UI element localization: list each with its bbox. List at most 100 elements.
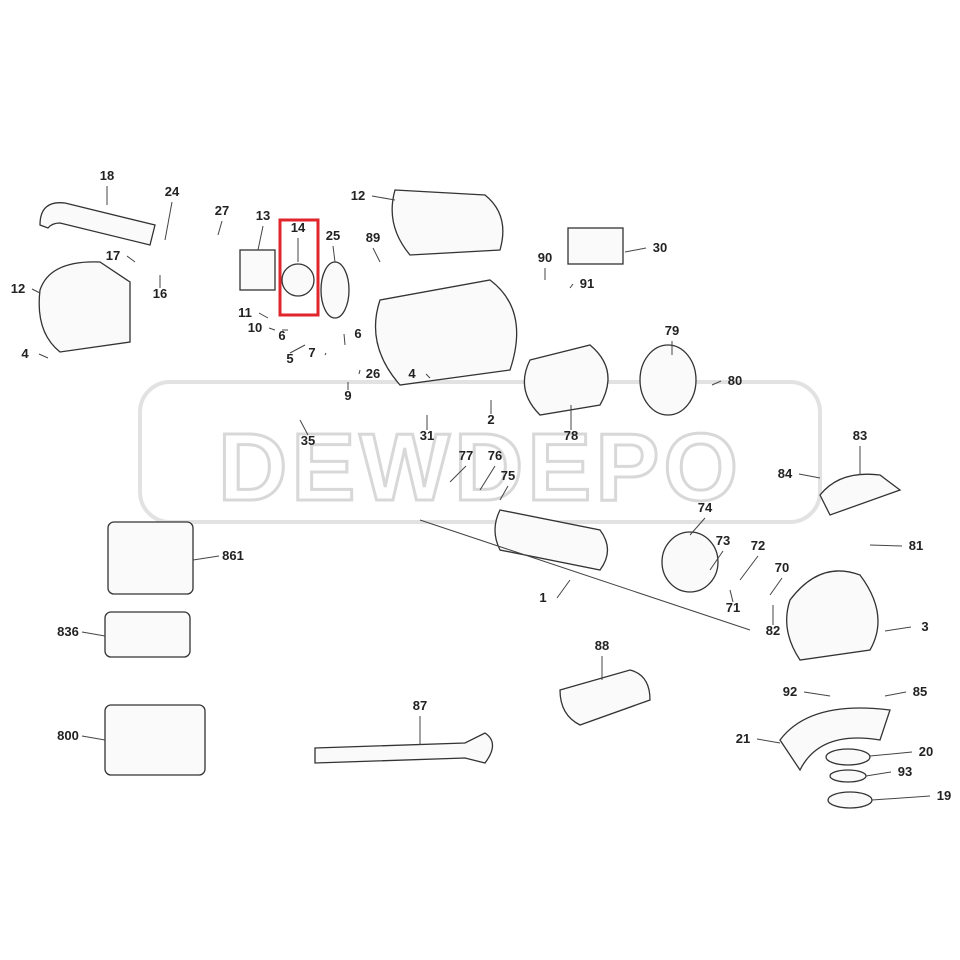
part-label-78: 78 [564, 428, 578, 443]
leader-line [425, 373, 431, 379]
part-label-16: 16 [153, 286, 167, 301]
leader-line [372, 247, 381, 263]
leader-line [268, 327, 276, 331]
part-label-25: 25 [326, 228, 340, 243]
brush-holder [239, 249, 276, 291]
leader-line [164, 201, 173, 241]
leader-line [884, 691, 907, 697]
leader-line [624, 247, 647, 253]
fan [281, 263, 315, 297]
gear-plate [661, 531, 719, 593]
armature [494, 509, 609, 571]
tool-kit [104, 704, 206, 776]
part-label-20: 20 [919, 744, 933, 759]
part-label-4: 4 [21, 346, 29, 361]
leader-line [711, 380, 722, 386]
part-label-72: 72 [751, 538, 765, 553]
part-label-30: 30 [653, 240, 667, 255]
leader-line [324, 352, 327, 356]
part-label-1: 1 [539, 590, 546, 605]
part-label-85: 85 [913, 684, 927, 699]
leader-line [756, 738, 781, 744]
leader-line [81, 735, 106, 741]
leader-line [869, 751, 913, 757]
part-label-12: 12 [351, 188, 365, 203]
part-label-14: 14 [291, 220, 306, 235]
part-label-31: 31 [420, 428, 434, 443]
nut [827, 791, 873, 809]
leader-line [709, 550, 724, 571]
part-label-76: 76 [488, 448, 502, 463]
leader-line [258, 312, 269, 319]
part-label-11: 11 [238, 305, 252, 320]
leader-line [499, 485, 509, 501]
side-handle [559, 669, 651, 726]
part-label-89: 89 [366, 230, 380, 245]
kit-box [107, 521, 194, 595]
leader-line [871, 795, 931, 801]
part-label-6: 6 [278, 328, 285, 343]
part-label-7: 7 [308, 345, 315, 360]
leader-line [869, 544, 903, 547]
leader-line [479, 465, 496, 491]
svg-text:DEWDEPO: DEWDEPO [218, 414, 742, 521]
leader-line [449, 465, 467, 483]
leader-line [556, 579, 571, 599]
leader-line [126, 255, 136, 263]
leader-line [192, 555, 220, 561]
spanner [314, 732, 494, 764]
part-label-12: 12 [11, 281, 25, 296]
part-label-70: 70 [775, 560, 789, 575]
leader-line [569, 283, 574, 289]
part-label-77: 77 [459, 448, 473, 463]
washer [829, 769, 867, 783]
part-label-80: 80 [728, 373, 742, 388]
part-label-90: 90 [538, 250, 552, 265]
leader-line [332, 245, 336, 263]
part-label-83: 83 [853, 428, 867, 443]
leader-line [289, 344, 306, 354]
part-label-4: 4 [408, 366, 416, 381]
field [523, 344, 609, 416]
leader-line [358, 369, 361, 375]
leader-line [769, 577, 783, 596]
part-label-84: 84 [778, 466, 793, 481]
part-label-79: 79 [665, 323, 679, 338]
part-label-10: 10 [248, 320, 262, 335]
part-label-92: 92 [783, 684, 797, 699]
part-label-17: 17 [106, 248, 120, 263]
bearing-plate [639, 344, 697, 416]
leader-line [38, 353, 49, 359]
leader-line [371, 195, 396, 201]
part-label-21: 21 [736, 731, 750, 746]
leader-line [81, 631, 106, 637]
leader-line [257, 225, 264, 251]
part-label-26: 26 [366, 366, 380, 381]
part-label-2: 2 [487, 412, 494, 427]
part-label-3: 3 [921, 619, 928, 634]
part-label-81: 81 [909, 538, 923, 553]
leader-line [865, 771, 892, 777]
leader-line [729, 589, 734, 603]
top-housing [391, 189, 504, 256]
part-label-73: 73 [716, 533, 730, 548]
part-label-9: 9 [344, 388, 351, 403]
cord [39, 202, 156, 246]
part-label-836: 836 [57, 624, 79, 639]
rear-cover [38, 261, 131, 353]
part-label-91: 91 [580, 276, 594, 291]
leader-line [31, 288, 41, 294]
leader-line [689, 517, 706, 536]
part-label-5: 5 [286, 351, 293, 366]
part-label-24: 24 [165, 184, 180, 199]
part-label-35: 35 [301, 433, 315, 448]
watermark: DEWDEPO [138, 380, 822, 524]
label-plate [567, 227, 624, 265]
part-label-6: 6 [354, 326, 361, 341]
part-label-88: 88 [595, 638, 609, 653]
gear-case [786, 570, 879, 661]
part-label-71: 71 [726, 600, 740, 615]
part-label-18: 18 [100, 168, 114, 183]
leader-line [299, 419, 309, 436]
leader-line [217, 220, 223, 236]
